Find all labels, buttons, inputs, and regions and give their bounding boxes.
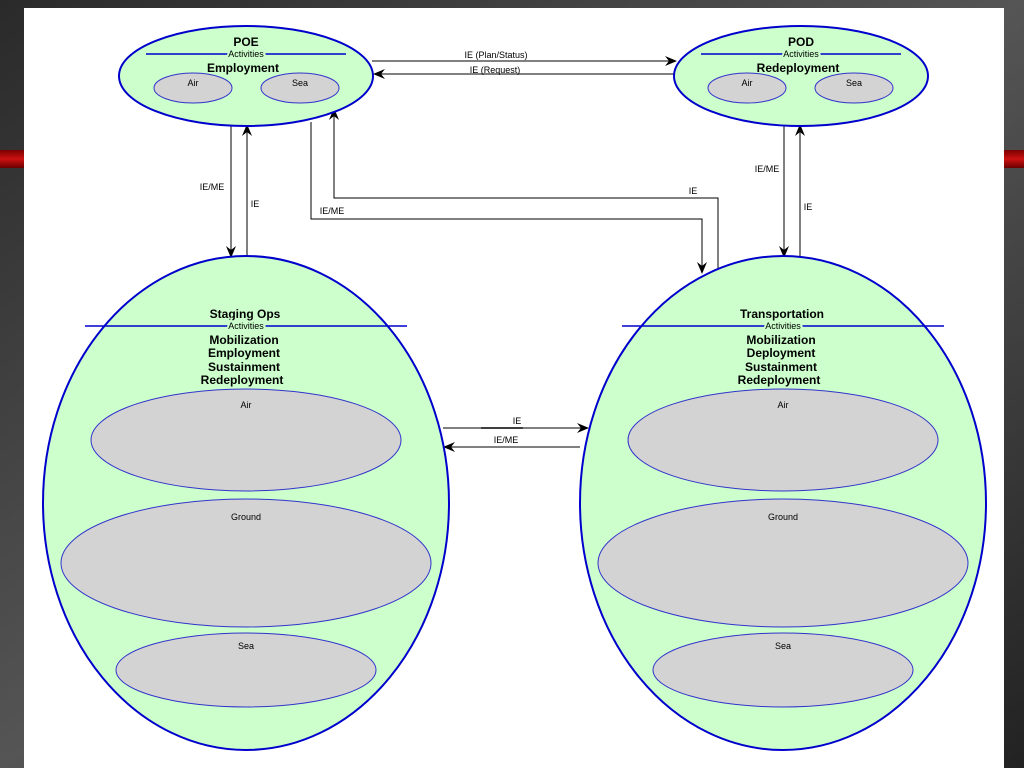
- connectors: [226, 56, 805, 452]
- node-pod-activities-label: Activities: [783, 49, 819, 59]
- node-poe-mode-air-label: Air: [188, 78, 199, 88]
- node-transport-mode-sea: [652, 632, 914, 708]
- node-transport-mode-sea-label: Sea: [775, 641, 791, 651]
- node-pod-mode-air: [707, 72, 787, 104]
- node-transport-activities-label: Activities: [765, 321, 801, 331]
- edge-label-staging-to-poe: IE: [251, 199, 260, 209]
- node-staging-mode-ground: [60, 498, 432, 628]
- edge-transport-to-poe: [329, 108, 719, 268]
- node-transport: Transportation Activities Mobilization D…: [579, 255, 987, 751]
- node-staging-activity-mobilization: Mobilization: [209, 333, 278, 347]
- node-staging-mode-air: [90, 388, 402, 492]
- node-transport-activity-mobilization: Mobilization: [746, 333, 815, 347]
- node-staging-title: Staging Ops: [210, 307, 281, 321]
- node-transport-activity-deployment: Deployment: [747, 346, 816, 360]
- node-staging-mode-sea-label: Sea: [238, 641, 254, 651]
- node-pod-mode-air-label: Air: [742, 78, 753, 88]
- node-pod-mode-sea-label: Sea: [846, 78, 862, 88]
- node-pod-mode-sea: [814, 72, 894, 104]
- node-poe-mode-sea: [260, 72, 340, 104]
- node-staging-mode-ground-label: Ground: [231, 512, 261, 522]
- node-staging-activity-employment: Employment: [208, 346, 280, 360]
- node-poe-mode-sea-label: Sea: [292, 78, 308, 88]
- node-pod-activity-redeployment: Redeployment: [757, 61, 840, 75]
- node-pod-title: POD: [788, 35, 814, 49]
- node-staging-activity-sustainment: Sustainment: [208, 360, 280, 374]
- node-staging-mode-sea: [115, 632, 377, 708]
- node-poe-mode-air: [153, 72, 233, 104]
- node-transport-activity-redeployment: Redeployment: [738, 373, 821, 387]
- node-transport-mode-ground-label: Ground: [768, 512, 798, 522]
- node-staging-mode-air-label: Air: [241, 400, 252, 410]
- node-poe: POE Activities Employment Air Sea: [118, 25, 374, 127]
- edge-label-poe-to-staging: IE/ME: [200, 182, 225, 192]
- node-poe-activity-employment: Employment: [207, 61, 279, 75]
- node-staging-activities-label: Activities: [228, 321, 264, 331]
- edge-poe-to-transport: [310, 122, 707, 274]
- node-poe-title: POE: [233, 35, 258, 49]
- edge-label-staging-to-transport: IE: [513, 416, 522, 426]
- node-transport-mode-ground: [597, 498, 969, 628]
- node-poe-activities-label: Activities: [228, 49, 264, 59]
- edge-label-poe-to-transport: IE/ME: [320, 206, 345, 216]
- edge-label-transport-to-poe: IE: [689, 186, 698, 196]
- node-staging: Staging Ops Activities Mobilization Empl…: [42, 255, 450, 751]
- node-transport-mode-air-label: Air: [778, 400, 789, 410]
- node-transport-mode-air: [627, 388, 939, 492]
- edge-labels: IE (Plan/Status) IE (Request) IE/ME IE I…: [200, 50, 813, 445]
- node-transport-activity-sustainment: Sustainment: [745, 360, 817, 374]
- edge-label-transport-to-staging: IE/ME: [494, 435, 519, 445]
- node-pod: POD Activities Redeployment Air Sea: [673, 25, 929, 127]
- edge-label-pod-to-poe: IE (Request): [470, 65, 521, 75]
- node-staging-activity-redeployment: Redeployment: [201, 373, 284, 387]
- edge-label-pod-to-transport: IE/ME: [755, 164, 780, 174]
- edge-label-poe-to-pod: IE (Plan/Status): [464, 50, 527, 60]
- edge-label-transport-to-pod: IE: [804, 202, 813, 212]
- node-transport-title: Transportation: [740, 307, 824, 321]
